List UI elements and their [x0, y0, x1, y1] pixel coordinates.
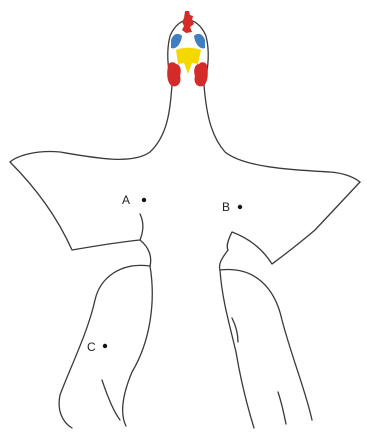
left-wattle	[167, 62, 181, 86]
head	[167, 11, 208, 86]
right-eye-patch	[194, 34, 205, 48]
neck-right-outline	[204, 85, 360, 182]
right-wattle	[194, 62, 208, 86]
right-wing-lower-edge	[219, 250, 228, 270]
left-leg-inner-outline	[123, 266, 153, 426]
comb	[182, 11, 194, 33]
point-b-dot	[238, 205, 242, 209]
left-eye-patch	[171, 34, 182, 48]
right-leg-inner-outline	[220, 270, 254, 428]
point-a-label: A	[122, 193, 130, 207]
right-wing-outline	[227, 182, 360, 264]
point-b-label: B	[222, 200, 230, 214]
point-c-label: C	[87, 340, 96, 354]
right-leg-lower-crease	[278, 392, 286, 424]
left-leg-crease	[102, 380, 120, 420]
left-wing-lower-edge	[140, 240, 151, 266]
neck-left-outline	[10, 85, 172, 162]
point-c-dot	[103, 344, 107, 348]
point-a-dot	[142, 198, 146, 202]
